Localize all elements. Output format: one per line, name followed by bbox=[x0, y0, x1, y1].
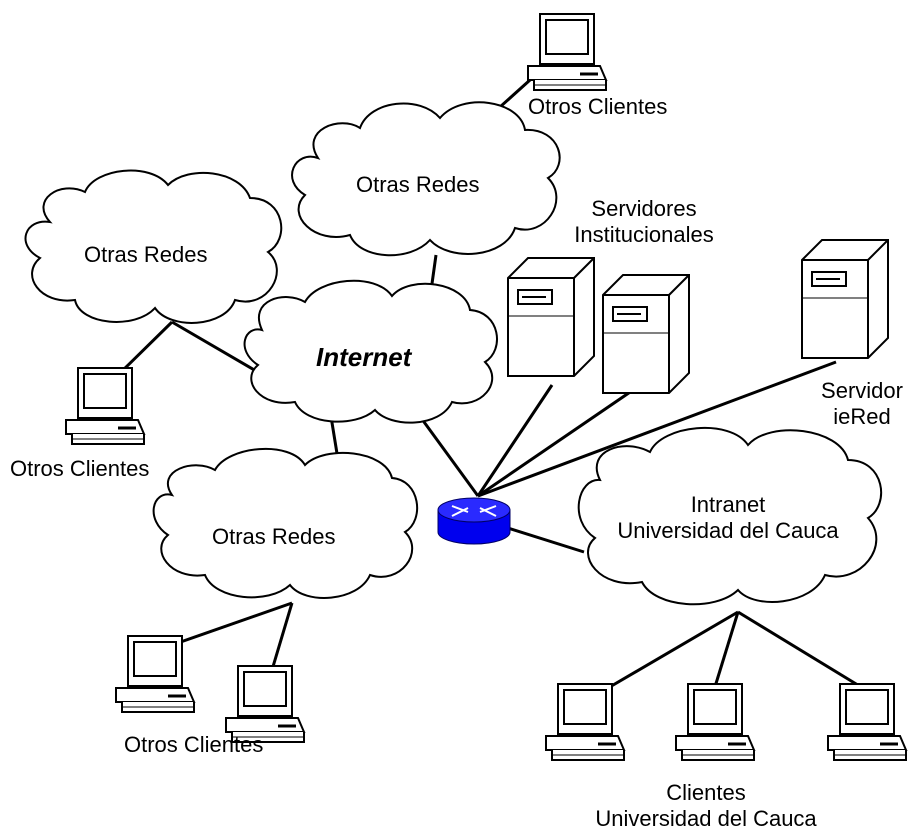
computer-icon bbox=[674, 682, 756, 762]
cloud-icon bbox=[152, 447, 419, 599]
intranet-label-line2: Universidad del Cauca bbox=[617, 518, 839, 543]
server-icon bbox=[801, 239, 889, 359]
link-leftcloud-internet bbox=[171, 320, 269, 380]
server-icon bbox=[602, 274, 690, 394]
uc-clients-label-line2: Universidad del Cauca bbox=[595, 806, 817, 831]
iered-label: Servidor ieRed bbox=[812, 378, 912, 430]
link-router-server2 bbox=[477, 386, 637, 498]
left-clients-label: Otros Clientes bbox=[10, 456, 150, 481]
server-icon bbox=[507, 257, 595, 377]
servers-label-line1: Servidores bbox=[591, 196, 697, 221]
computer-icon bbox=[544, 682, 626, 762]
left-cloud-label: Otras Redes bbox=[84, 242, 208, 267]
servers-label: Servidores Institucionales bbox=[556, 196, 732, 248]
link-bottomcloud-client2 bbox=[270, 602, 294, 671]
computer-icon bbox=[526, 12, 608, 92]
cloud-icon bbox=[577, 426, 883, 606]
computer-icon bbox=[224, 664, 306, 744]
cloud-icon bbox=[291, 101, 561, 257]
link-intranet-ucclient3 bbox=[737, 610, 867, 692]
link-bottomcloud-client1 bbox=[171, 601, 293, 647]
top-clients-label: Otros Clientes bbox=[528, 94, 668, 119]
cloud-icon bbox=[243, 279, 498, 424]
computer-icon bbox=[64, 366, 146, 446]
uc-clients-label-line1: Clientes bbox=[666, 780, 746, 805]
cloud-icon bbox=[24, 169, 283, 324]
link-router-intranet bbox=[507, 526, 585, 554]
link-leftcloud-leftclient bbox=[116, 320, 174, 377]
computer-icon bbox=[114, 634, 196, 714]
link-router-server1 bbox=[476, 384, 554, 497]
link-intranet-ucclient2 bbox=[712, 611, 740, 691]
iered-label-line2: ieRed bbox=[833, 404, 891, 429]
bottom-cloud-label: Otras Redes bbox=[212, 524, 336, 549]
bottom-clients-label: Otros Clientes bbox=[124, 732, 264, 757]
link-router-iered bbox=[477, 360, 837, 498]
iered-label-line1: Servidor bbox=[821, 378, 903, 403]
top-cloud-label: Otras Redes bbox=[356, 172, 480, 197]
router-icon bbox=[437, 497, 511, 545]
servers-label-line2: Institucionales bbox=[574, 222, 714, 247]
internet-label: Internet bbox=[316, 342, 412, 372]
link-intranet-ucclient1 bbox=[595, 610, 739, 697]
uc-clients-label: Clientes Universidad del Cauca bbox=[574, 780, 838, 832]
intranet-label-line1: Intranet bbox=[690, 492, 766, 517]
intranet-label: Intranet Universidad del Cauca bbox=[596, 492, 860, 544]
computer-icon bbox=[826, 682, 908, 762]
